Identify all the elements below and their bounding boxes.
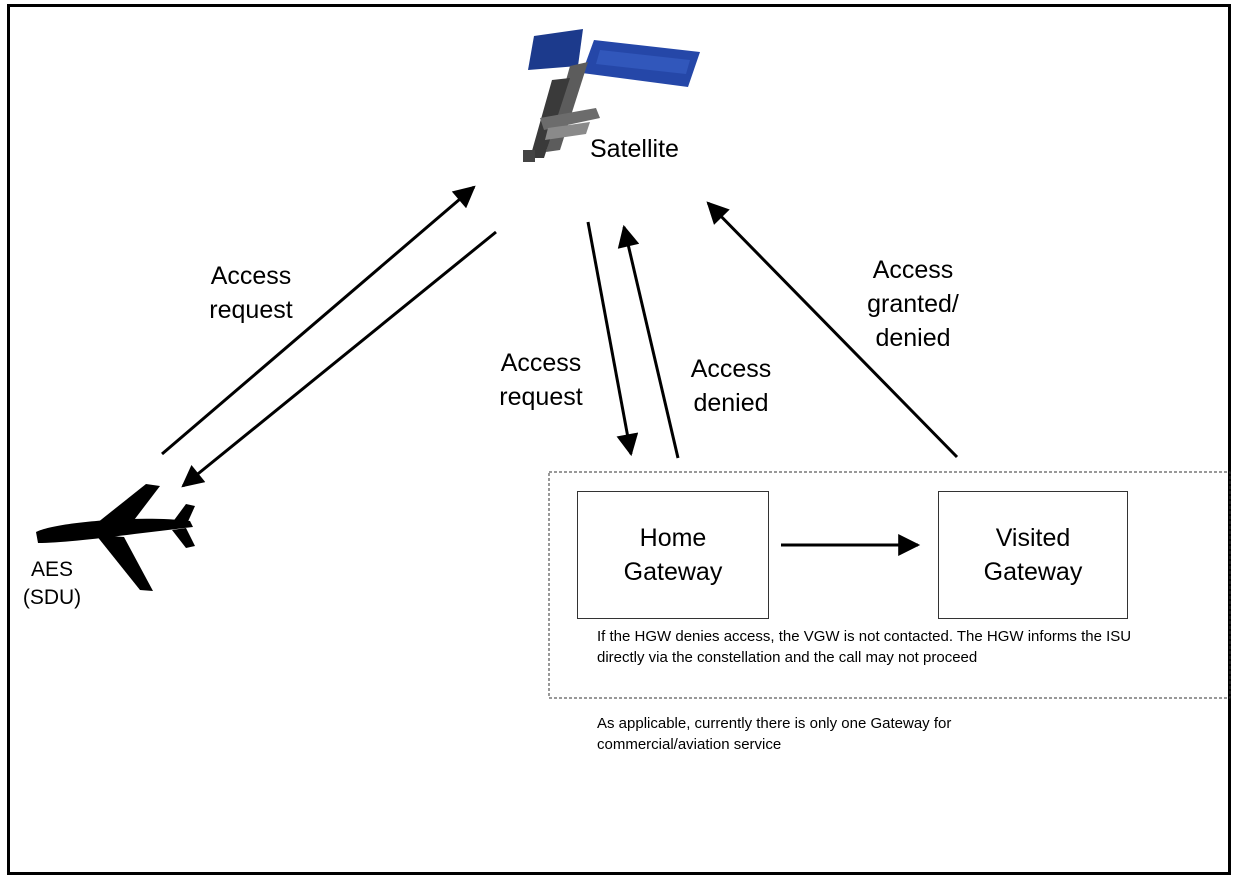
airplane-icon: [36, 484, 195, 591]
edge-label-line1: Access: [210, 262, 292, 290]
edge-label-access-granted-denied: Access granted/ denied: [848, 253, 978, 355]
arrow-home-gateway-to-satellite: [617, 224, 680, 459]
satellite-label: Satellite: [590, 135, 679, 163]
hgw-denial-note: If the HGW denies access, the VGW is not…: [597, 628, 1132, 666]
home-gateway-label-line1: Home: [639, 524, 707, 552]
edge-label-line2: denied: [693, 389, 769, 417]
edge-label-aes-access-request: Access request: [186, 259, 316, 327]
aes-label: AES (SDU): [12, 556, 92, 612]
edge-label-access-denied: Access denied: [666, 352, 796, 420]
arrow-visited-gateway-to-satellite: [706, 201, 959, 459]
home-gateway-box: Home Gateway: [577, 491, 769, 619]
edge-label-line1: Access: [872, 256, 954, 284]
edge-label-line1: Access: [690, 355, 772, 383]
aes-label-line1: AES: [30, 558, 74, 581]
edge-label-line1: Access: [500, 349, 582, 377]
edge-label-line2: granted/: [867, 290, 959, 318]
arrow-satellite-to-aes: [181, 230, 497, 488]
visited-gateway-box: Visited Gateway: [938, 491, 1128, 619]
satellite-icon: [523, 29, 700, 162]
gateway-availability-note: As applicable, currently there is only o…: [597, 715, 952, 753]
edge-label-line3: denied: [875, 324, 951, 352]
arrow-aes-to-satellite: [161, 185, 476, 456]
edge-label-line2: request: [499, 383, 583, 411]
edge-label-home-access-request: Access request: [476, 346, 606, 414]
arrow-satellite-to-home-gateway: [586, 221, 639, 457]
diagram-frame: [7, 4, 1231, 875]
aes-label-line2: (SDU): [22, 586, 82, 609]
visited-gateway-label-line1: Visited: [995, 524, 1071, 552]
gateway-group-outline: [548, 471, 1231, 699]
home-gateway-label-line2: Gateway: [623, 558, 723, 586]
edge-label-line2: request: [209, 296, 293, 324]
visited-gateway-label-line2: Gateway: [983, 558, 1083, 586]
